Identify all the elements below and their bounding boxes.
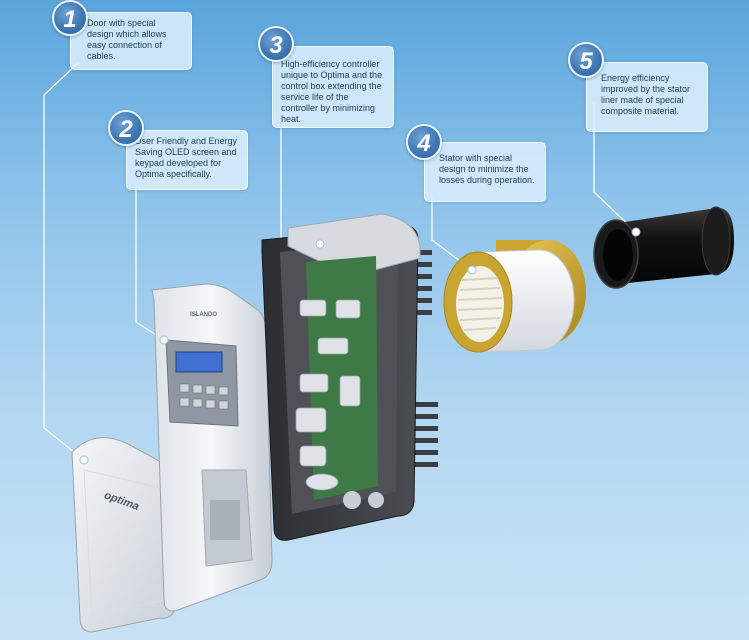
- controller-cover: [287, 213, 421, 277]
- callout-5-text: Energy efficiency improved by the stator…: [601, 73, 691, 116]
- leader-line-4: [431, 198, 473, 271]
- heatsink-fins: [412, 250, 438, 467]
- front-panel: ISLANDO: [151, 283, 273, 612]
- oled-screen: [175, 351, 223, 373]
- badge-2: 2: [108, 110, 144, 146]
- callout-4: Stator with special design to minimize t…: [424, 142, 546, 202]
- badge-3: 3: [258, 26, 294, 62]
- badge-5: 5: [568, 42, 604, 78]
- callout-2-text: User Friendly and Energy Saving OLED scr…: [135, 136, 238, 179]
- stator-liner: [593, 206, 734, 289]
- callout-3-text: High-efficiency controller unique to Opt…: [281, 59, 383, 124]
- panel-brand: ISLANDO: [190, 312, 217, 318]
- leader-line-5: [593, 102, 637, 233]
- door-cover: optima: [71, 437, 185, 633]
- callout-1-text: Door with special design which allows ea…: [87, 18, 167, 61]
- callout-4-text: Stator with special design to minimize t…: [439, 153, 535, 185]
- board-components: [295, 299, 361, 491]
- callout-1: Door with special design which allows ea…: [70, 12, 192, 70]
- stator: [443, 240, 586, 353]
- callout-5: Energy efficiency improved by the stator…: [586, 62, 708, 132]
- callout-2: User Friendly and Energy Saving OLED scr…: [126, 130, 248, 190]
- keypad-buttons: [179, 383, 229, 410]
- leader-line-1: [43, 62, 85, 461]
- badge-4: 4: [406, 124, 442, 160]
- leader-lines: [43, 62, 637, 461]
- stator-slots: [457, 277, 503, 331]
- cable-glands: [343, 491, 384, 509]
- connector-dots: [79, 227, 641, 465]
- badge-1: 1: [52, 0, 88, 36]
- callout-3: High-efficiency controller unique to Opt…: [272, 46, 394, 128]
- control-box: [261, 213, 438, 541]
